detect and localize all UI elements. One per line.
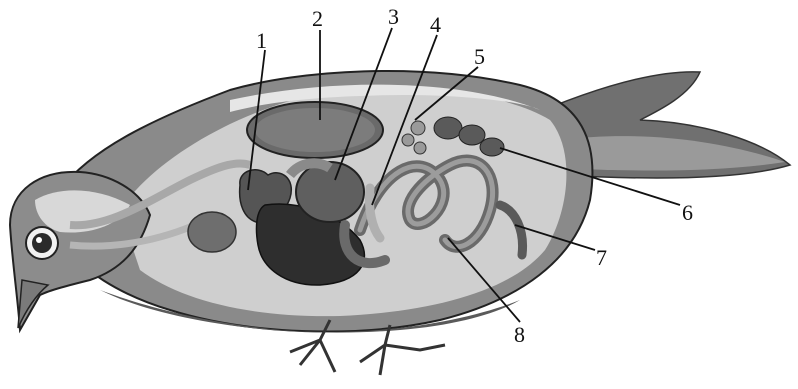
label-6: 6: [682, 200, 693, 225]
label-5: 5: [474, 44, 485, 69]
gizzard: [296, 162, 364, 222]
label-1: 1: [256, 28, 267, 53]
label-7: 7: [596, 245, 607, 270]
label-8: 8: [514, 322, 525, 347]
head: [10, 172, 150, 330]
label-3: 3: [388, 4, 399, 29]
label-2: 2: [312, 6, 323, 31]
label-4: 4: [430, 12, 441, 37]
crop: [188, 212, 236, 252]
